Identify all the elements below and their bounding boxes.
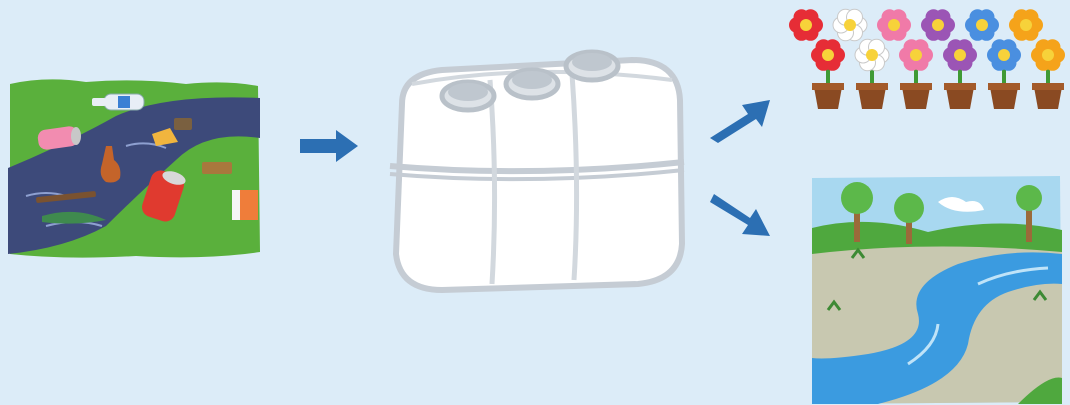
flower-icon (854, 38, 890, 109)
flower-icon (1009, 9, 1043, 41)
flower-icon (789, 9, 823, 41)
flower-icon (965, 9, 999, 41)
flower-icon (921, 9, 955, 41)
arrow-right-icon (298, 128, 360, 164)
bottle-icon (92, 93, 145, 111)
clean-river-icon (812, 176, 1062, 404)
polluted-river-image (6, 76, 262, 260)
flower-icon (832, 8, 868, 42)
red-can-icon (142, 170, 186, 222)
flower-icon (943, 39, 977, 109)
arrow-up-right-icon (704, 96, 776, 148)
flower-icon (987, 39, 1021, 109)
water-tank-icon (389, 49, 686, 294)
clean-river-image (808, 174, 1064, 405)
polluted-river-icon (8, 79, 260, 258)
flower-icon (1031, 39, 1065, 109)
tank-cap-icon (563, 49, 621, 83)
arrow-down-right-icon (706, 188, 776, 242)
water-tank-image (382, 44, 688, 294)
potted-flowers-image (780, 3, 1070, 115)
flower-icon (811, 39, 845, 109)
flower-pots-icon (789, 8, 1065, 109)
can-icon (37, 126, 81, 150)
tank-cap-icon (503, 67, 561, 101)
flower-icon (899, 39, 933, 109)
tank-cap-icon (439, 79, 497, 113)
flower-icon (877, 9, 911, 41)
